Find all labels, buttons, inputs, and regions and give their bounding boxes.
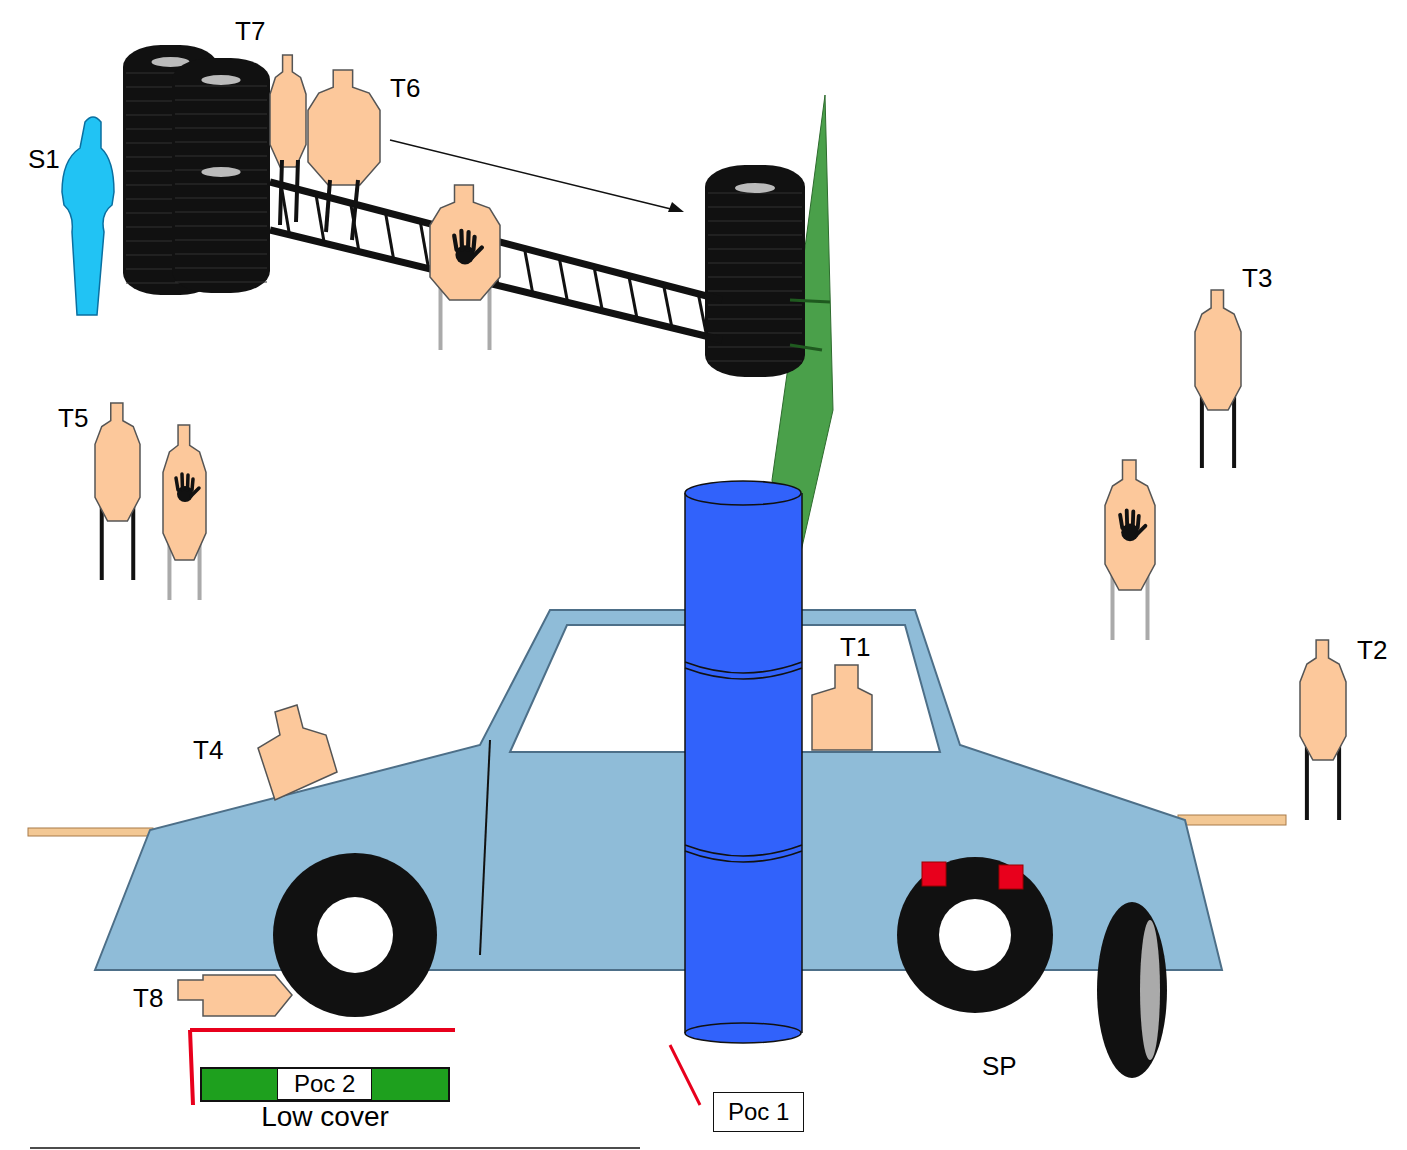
target (163, 425, 206, 600)
tires (123, 45, 830, 377)
shooter-label: S1 (28, 146, 60, 172)
target-label: T3 (1242, 265, 1272, 291)
target-label: T2 (1357, 637, 1387, 663)
target-label: T8 (133, 985, 163, 1011)
target-label: T6 (390, 75, 420, 101)
shooter-figure (62, 117, 114, 315)
start-position-label: SP (982, 1053, 1017, 1079)
low-cover-box: Low coverPoc 2 (200, 1067, 450, 1102)
target-label: T4 (193, 737, 223, 763)
target (270, 55, 306, 167)
target (1195, 290, 1241, 468)
position-box: Poc 2 (277, 1068, 372, 1100)
car (28, 610, 1286, 1078)
tire-stack (172, 58, 270, 293)
barrel-stack (685, 481, 802, 1043)
position-box: Poc 1 (713, 1092, 804, 1132)
no-shoot-hand (176, 474, 199, 502)
position-label: Poc 2 (294, 1071, 355, 1097)
target (95, 403, 140, 580)
target (1300, 640, 1346, 820)
position-label: Poc 1 (728, 1099, 789, 1125)
target (1105, 460, 1155, 640)
target-label: T5 (58, 405, 88, 431)
cover-label: Low cover (261, 1102, 389, 1133)
target-label: T1 (840, 634, 870, 660)
ladder (270, 182, 722, 340)
target-label: T7 (235, 18, 265, 44)
no-shoot-hand (1120, 510, 1145, 541)
movement-arrow (390, 140, 684, 212)
target (430, 185, 500, 350)
no-shoot-hand (454, 231, 482, 265)
target (308, 70, 380, 185)
fault-lines (30, 1030, 700, 1148)
